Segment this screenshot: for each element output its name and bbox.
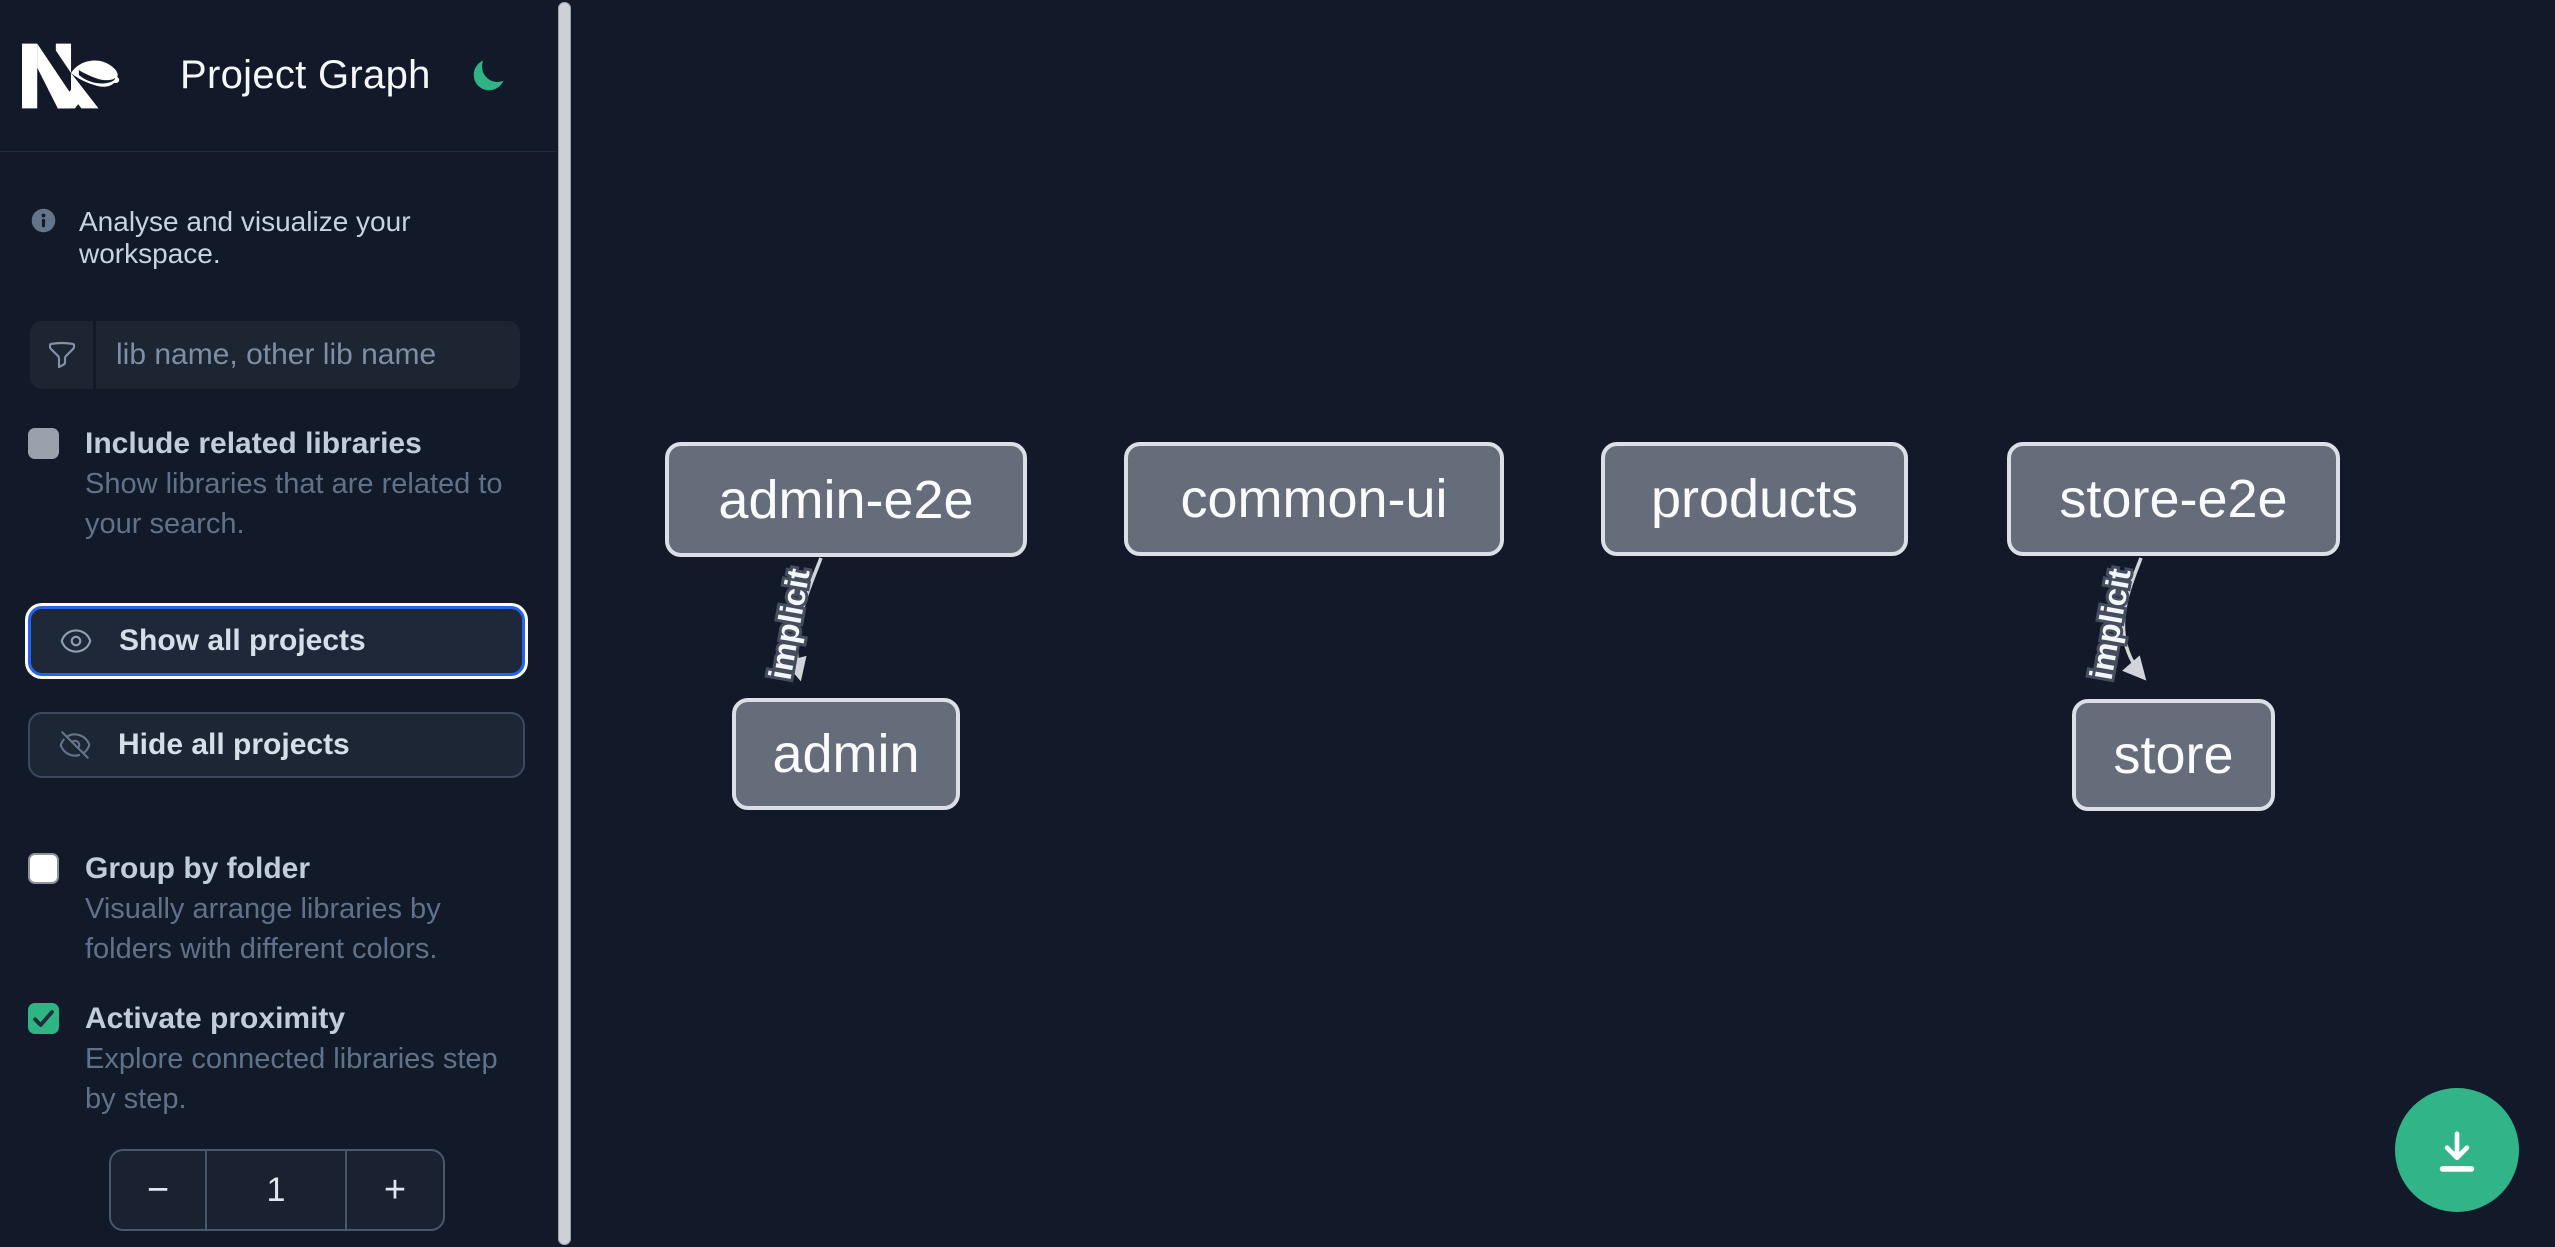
project-node-admin[interactable]: admin (732, 698, 960, 810)
group-by-folder-toggle[interactable]: Group by folder Visually arrange librari… (28, 849, 511, 969)
activate-proximity-checkbox[interactable] (28, 1003, 59, 1034)
proximity-increment-button[interactable]: + (345, 1151, 443, 1229)
check-icon (33, 1010, 54, 1027)
filter-icon-cell (30, 321, 96, 389)
node-label: admin-e2e (718, 469, 974, 530)
project-node-store-e2e[interactable]: store-e2e (2007, 442, 2340, 556)
download-graph-button[interactable] (2395, 1088, 2519, 1212)
node-label: admin (772, 724, 920, 784)
project-node-products[interactable]: products (1601, 442, 1908, 556)
page-title: Project Graph (180, 53, 431, 97)
show-all-projects-label: Show all projects (119, 624, 366, 657)
project-node-store[interactable]: store (2072, 699, 2275, 811)
group-by-folder-checkbox[interactable] (28, 853, 59, 884)
funnel-icon (48, 341, 75, 369)
node-label: common-ui (1180, 469, 1448, 529)
library-filter (30, 321, 520, 389)
sidebar-scrollbar-thumb[interactable] (558, 2, 571, 1245)
node-label: products (1650, 469, 1859, 529)
workspace-info-text: Analyse and visualize your workspace. (79, 206, 411, 269)
filter-input[interactable] (96, 321, 520, 389)
activate-proximity-toggle[interactable]: Activate proximity Explore connected lib… (28, 999, 511, 1119)
node-label: store (2113, 725, 2234, 785)
activate-proximity-label: Activate proximity (85, 1002, 346, 1035)
project-node-admin-e2e[interactable]: admin-e2e (665, 442, 1027, 557)
group-by-folder-label: Group by folder (85, 852, 310, 885)
nx-logo (22, 43, 120, 108)
eye-off-icon (59, 731, 91, 759)
info-icon (31, 208, 56, 233)
include-related-checkbox[interactable] (28, 428, 59, 459)
hide-all-projects-button[interactable]: Hide all projects (28, 712, 525, 778)
group-by-folder-description: Visually arrange libraries by folders wi… (85, 893, 441, 965)
sidebar: Project Graph Analyse and visualize your… (0, 0, 557, 1247)
project-graph-canvas[interactable] (574, 0, 2555, 1247)
download-icon (2439, 1131, 2475, 1172)
proximity-decrement-button[interactable]: − (111, 1151, 207, 1229)
hide-all-projects-label: Hide all projects (118, 728, 350, 761)
activate-proximity-description: Explore connected libraries step by step… (85, 1043, 498, 1115)
include-related-description: Show libraries that are related to your … (85, 468, 503, 540)
proximity-stepper: − 1 + (109, 1149, 445, 1231)
proximity-value[interactable]: 1 (266, 1170, 286, 1209)
sidebar-header: Project Graph (0, 0, 557, 152)
theme-toggle-button[interactable] (469, 57, 507, 95)
eye-icon (60, 629, 92, 653)
node-label: store-e2e (2059, 469, 2288, 529)
workspace-info: Analyse and visualize your workspace. (30, 206, 523, 270)
project-node-common-ui[interactable]: common-ui (1124, 442, 1504, 556)
sidebar-scrollbar (556, 0, 574, 1247)
include-related-toggle[interactable]: Include related libraries Show libraries… (28, 424, 511, 544)
show-all-projects-button[interactable]: Show all projects (28, 606, 525, 676)
moon-icon (473, 60, 504, 90)
include-related-label: Include related libraries (85, 427, 422, 460)
